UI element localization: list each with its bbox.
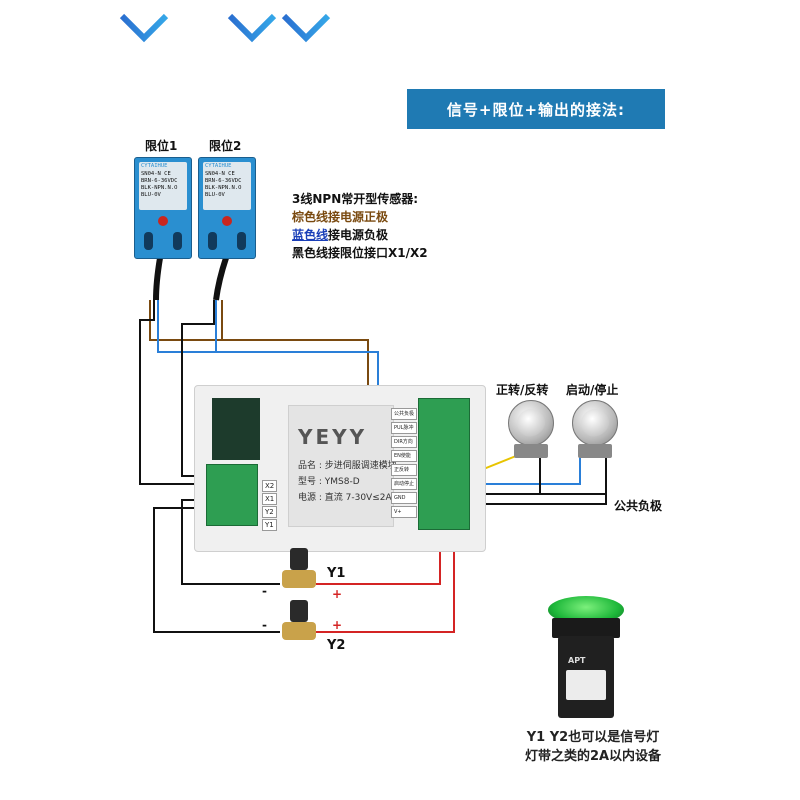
wiring-title-banner: 信号+限位+输出的接法:: [407, 89, 665, 129]
forward-reverse-button[interactable]: [508, 400, 554, 446]
pin-label: 正反转: [391, 464, 418, 476]
pin-label: 启动停止: [391, 478, 418, 490]
pin-label: DIR方向: [391, 436, 418, 448]
sensor1-line: BLK-NPN.N.O: [141, 185, 178, 191]
common-negative-wire: [452, 494, 607, 505]
black-wire-x2: [139, 300, 210, 485]
sensor1-brand: CYTAIHUE: [141, 163, 168, 169]
pin-label: 公共负极: [391, 408, 418, 420]
solenoid-valve-y2: [282, 600, 316, 646]
module-pcb: [212, 398, 260, 460]
sensor1-label: 限位1: [145, 139, 178, 153]
proximity-sensor-1: CYTAIHUE SN04-N CE BRN-6-36VDC BLK-NPN.N…: [134, 157, 192, 259]
output-device-note: Y1 Y2也可以是信号灯 灯带之类的2A以内设备: [498, 728, 688, 766]
yeyy-logo: [119, 13, 331, 60]
forward-reverse-label: 正转/反转: [496, 383, 549, 397]
black-common-wire-2: [540, 458, 607, 495]
y2-black-wire: [153, 507, 280, 633]
sensor1-line: BRN-6-36VDC: [141, 178, 178, 184]
sensor-note-line1: 3线NPN常开型传感器:: [292, 192, 419, 206]
right-terminal-block[interactable]: [418, 398, 470, 530]
black-wire-x1: [181, 300, 215, 477]
sensor2-led: [222, 216, 232, 226]
module-power: 电源 : 直流 7-30V≤2A: [298, 493, 392, 503]
sensor1-line: BLU-0V: [141, 192, 161, 198]
signal-lamp: APT: [548, 596, 624, 726]
sensor2-line: BRN-6-36VDC: [205, 178, 242, 184]
sensor-note-line3b: 接电源负极: [328, 228, 389, 242]
proximity-sensor-2: CYTAIHUE SN04-N CE BRN-6-36VDC BLK-NPN.N…: [198, 157, 256, 259]
solenoid-valve-y1: [282, 548, 316, 594]
pin-label: V+: [391, 506, 418, 518]
button2-terminals: [578, 444, 612, 458]
pin-x1-label: X1: [262, 493, 278, 505]
sensor2-line: BLK-NPN.N.O: [205, 185, 242, 191]
sensor1-cable: [153, 257, 163, 301]
y1-label: Y1: [327, 566, 346, 581]
sensor-note-line4a: 黑色线: [292, 246, 329, 260]
button1-terminals: [514, 444, 548, 458]
red-wire-y2: [316, 530, 455, 633]
sensor2-label: 限位2: [209, 139, 242, 153]
sensor2-brand: CYTAIHUE: [205, 163, 232, 169]
common-negative-label: 公共负极: [614, 499, 663, 513]
sensor2-line: SN04-N CE: [205, 171, 235, 177]
pin-y1-label: Y1: [262, 519, 278, 531]
y2-minus: -: [262, 618, 267, 632]
pin-y2-label: Y2: [262, 506, 278, 518]
sensor1-led: [158, 216, 168, 226]
pin-label: PUL脉冲: [391, 422, 418, 434]
lamp-mark: APT: [568, 656, 586, 665]
sensor-note-line3a: 蓝色线: [292, 228, 329, 242]
sensor1-line: SN04-N CE: [141, 171, 171, 177]
module-name: 品名 : 步进伺服调速模块: [298, 461, 397, 471]
sensor2-cable: [213, 257, 229, 301]
sensor-note-line2: 棕色线接电源正极: [292, 210, 389, 224]
y1-minus: -: [262, 584, 267, 598]
sensor-note-line4b: 接限位接口X1/X2: [328, 246, 428, 260]
pin-label: GND: [391, 492, 418, 504]
module-label-plate: [288, 405, 394, 527]
right-pin-labels: 公共负极 PUL脉冲 DIR方向 EN使能 正反转 启动停止 GND V+: [391, 408, 418, 518]
y1-plus: +: [332, 587, 343, 601]
module-logo: YEYY: [298, 425, 368, 449]
module-model: 型号 : YMS8-D: [298, 477, 360, 487]
bottom-note-line2: 灯带之类的2A以内设备: [524, 749, 662, 764]
start-stop-button[interactable]: [572, 400, 618, 446]
y2-plus: +: [332, 618, 343, 632]
left-pin-labels: X2 X1 Y2 Y1: [262, 480, 278, 531]
start-stop-label: 启动/停止: [566, 383, 619, 397]
pin-label: EN使能: [391, 450, 418, 462]
sensor2-line: BLU-0V: [205, 192, 225, 198]
sensor-wiring-note: 3线NPN常开型传感器: 棕色线接电源正极 蓝色线接电源负极 黑色线接限位接口X…: [292, 190, 428, 262]
y2-label: Y2: [327, 638, 346, 653]
bottom-note-line1: Y1 Y2也可以是信号灯: [526, 730, 660, 745]
left-terminal-block[interactable]: [206, 464, 258, 526]
pin-x2-label: X2: [262, 480, 278, 492]
